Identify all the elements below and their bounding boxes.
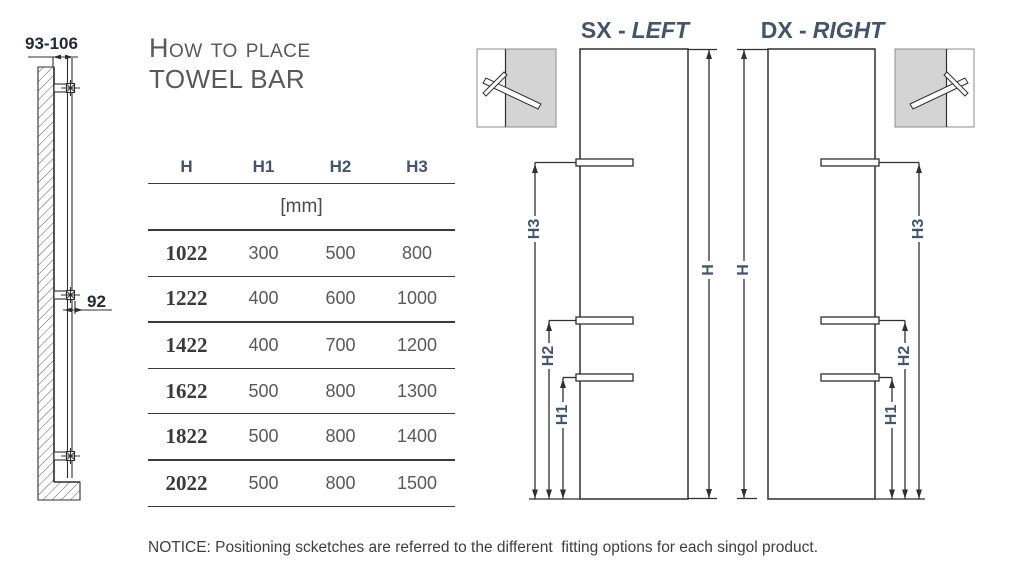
cell-h1: 300	[248, 242, 279, 263]
sx-towel-bar-h1	[575, 373, 634, 382]
dx-towel-bar-h3	[820, 158, 880, 167]
sx-towel-bar-h3	[575, 158, 634, 167]
col-header-h2: H2	[329, 156, 352, 176]
cell-h: 1222	[165, 286, 208, 311]
cell-h2: 700	[325, 334, 356, 355]
main-title: How to place TOWEL BAR	[149, 34, 311, 94]
table-row: 1822 500 800 1400	[148, 414, 455, 461]
cell-h1: 500	[248, 380, 279, 401]
dx-diagram	[737, 48, 975, 500]
sx-dim-h1	[560, 377, 566, 499]
unit-row: [mm]	[148, 184, 455, 231]
cell-h2: 600	[325, 288, 356, 309]
sx-dim-h2	[546, 320, 552, 499]
col-header-h3: H3	[406, 156, 428, 176]
dx-dim-h2	[902, 320, 908, 499]
cell-h3: 800	[401, 242, 433, 263]
cell-h2: 800	[325, 472, 356, 493]
cell-h3: 1300	[396, 380, 438, 401]
cell-h: 1422	[165, 332, 208, 357]
dx-towel-bar-h2	[820, 316, 880, 325]
dx-dim-h3	[916, 162, 922, 499]
dx-code: DX -	[760, 17, 807, 43]
mounting-bracket-top	[53, 80, 80, 96]
wall-section	[37, 66, 81, 501]
notice-text: NOTICE: Positioning scketches are referr…	[148, 539, 819, 556]
sx-panel	[579, 48, 689, 500]
cell-h3: 1400	[396, 426, 438, 447]
cell-h1: 500	[248, 426, 279, 447]
mounting-bracket-bottom	[53, 448, 80, 464]
dimension-92	[63, 301, 112, 314]
cell-h: 1622	[165, 378, 208, 403]
cell-h: 1822	[165, 424, 208, 449]
dx-right-title: DX -RIGHT	[740, 17, 905, 44]
dimensions-table: H H1 H2 H3 [mm] 1022 300 500 800 1222 40…	[148, 150, 455, 507]
table-row: 1022 300 500 800	[148, 231, 455, 277]
bar-offset-dimension: 92	[87, 292, 106, 311]
dx-fitting-icon	[894, 48, 975, 128]
cell-h2: 500	[325, 242, 356, 263]
cell-h1: 500	[248, 472, 279, 493]
dx-panel	[767, 48, 876, 500]
title-line-2: TOWEL BAR	[149, 64, 306, 95]
table-row: 1422 400 700 1200	[148, 323, 455, 369]
table-row: 1622 500 800 1300	[148, 369, 455, 415]
dx-towel-bar-h1	[820, 373, 880, 382]
table-row: 2022 500 800 1500	[148, 461, 455, 507]
col-header-h: H	[180, 156, 193, 176]
sx-left-title: SX -LEFT	[560, 17, 710, 44]
cell-h3: 1000	[396, 288, 438, 309]
sx-code: SX -	[580, 17, 626, 43]
panel-side-profile	[66, 58, 73, 478]
cell-h3: 1500	[396, 472, 438, 493]
cell-h: 2022	[165, 470, 208, 495]
dx-dim-h	[737, 48, 768, 500]
cell-h2: 800	[325, 380, 356, 401]
dx-dim-h1	[889, 377, 895, 499]
table-row: 1222 400 600 1000	[148, 277, 455, 324]
cell-h: 1022	[165, 240, 208, 265]
cell-h1: 400	[248, 288, 279, 309]
table-header-row: H H1 H2 H3	[148, 150, 455, 184]
sx-dim-h3	[532, 162, 538, 499]
sx-towel-bar-h2	[575, 316, 634, 325]
dx-side-label: RIGHT	[812, 17, 885, 43]
wall-side-view	[28, 54, 112, 501]
cell-h3: 1200	[396, 334, 438, 355]
cell-h2: 800	[325, 426, 356, 447]
sx-fitting-icon	[476, 48, 557, 128]
sx-side-label: LEFT	[631, 17, 690, 43]
title-line-1: How to place	[149, 33, 311, 63]
mounting-bracket-middle	[53, 287, 80, 303]
wall-distance-dimension: 93-106	[25, 34, 78, 53]
sx-diagram	[476, 48, 717, 500]
col-header-h1: H1	[252, 156, 275, 176]
dimension-93-106	[28, 54, 78, 67]
sx-dim-h	[688, 48, 717, 500]
cell-h1: 400	[248, 334, 279, 355]
